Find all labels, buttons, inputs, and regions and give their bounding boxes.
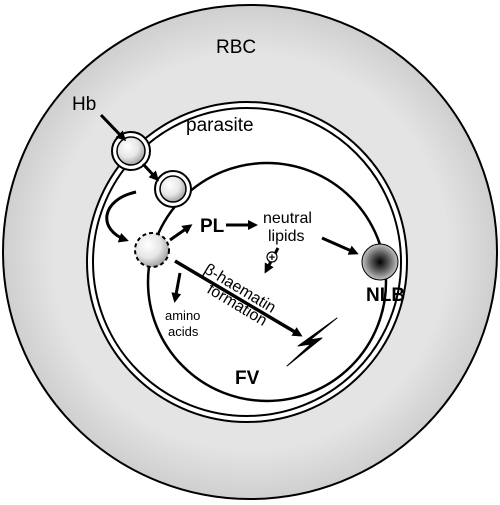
vesicle-transport-arrow [141, 162, 160, 182]
neutral-label: neutral [263, 210, 312, 227]
fv-label: FV [235, 368, 260, 389]
hb-uptake-arrow [99, 113, 127, 142]
fusing-vesicle [134, 232, 170, 268]
catalysis-plus-label: + [269, 252, 275, 264]
rbc-label: RBC [216, 37, 256, 58]
amino-acids-arrow [171, 272, 182, 303]
nlb-label: NLB [366, 285, 405, 306]
hb-label: Hb [72, 94, 96, 115]
haematin-formation-arrow [174, 259, 303, 337]
food-vacuole [146, 161, 388, 403]
parasite-label: parasite [186, 115, 254, 136]
haemozoin-crystal [286, 317, 338, 367]
to-pl-arrow [169, 224, 193, 242]
neutral-lipid-body [361, 243, 399, 281]
parasite-inner-membrane [92, 107, 402, 417]
vesicle-fusion-arrow [105, 190, 137, 243]
transport-vesicle [159, 175, 187, 203]
endocytic-vesicle [116, 136, 146, 166]
catalysis-plus-circle [266, 251, 278, 263]
lipids-to-nlb-arrow [321, 236, 359, 255]
acids-label: acids [168, 324, 199, 339]
amino-label: amino [165, 308, 200, 323]
lipids-label: lipids [268, 228, 304, 245]
pl-label: PL [200, 216, 225, 237]
